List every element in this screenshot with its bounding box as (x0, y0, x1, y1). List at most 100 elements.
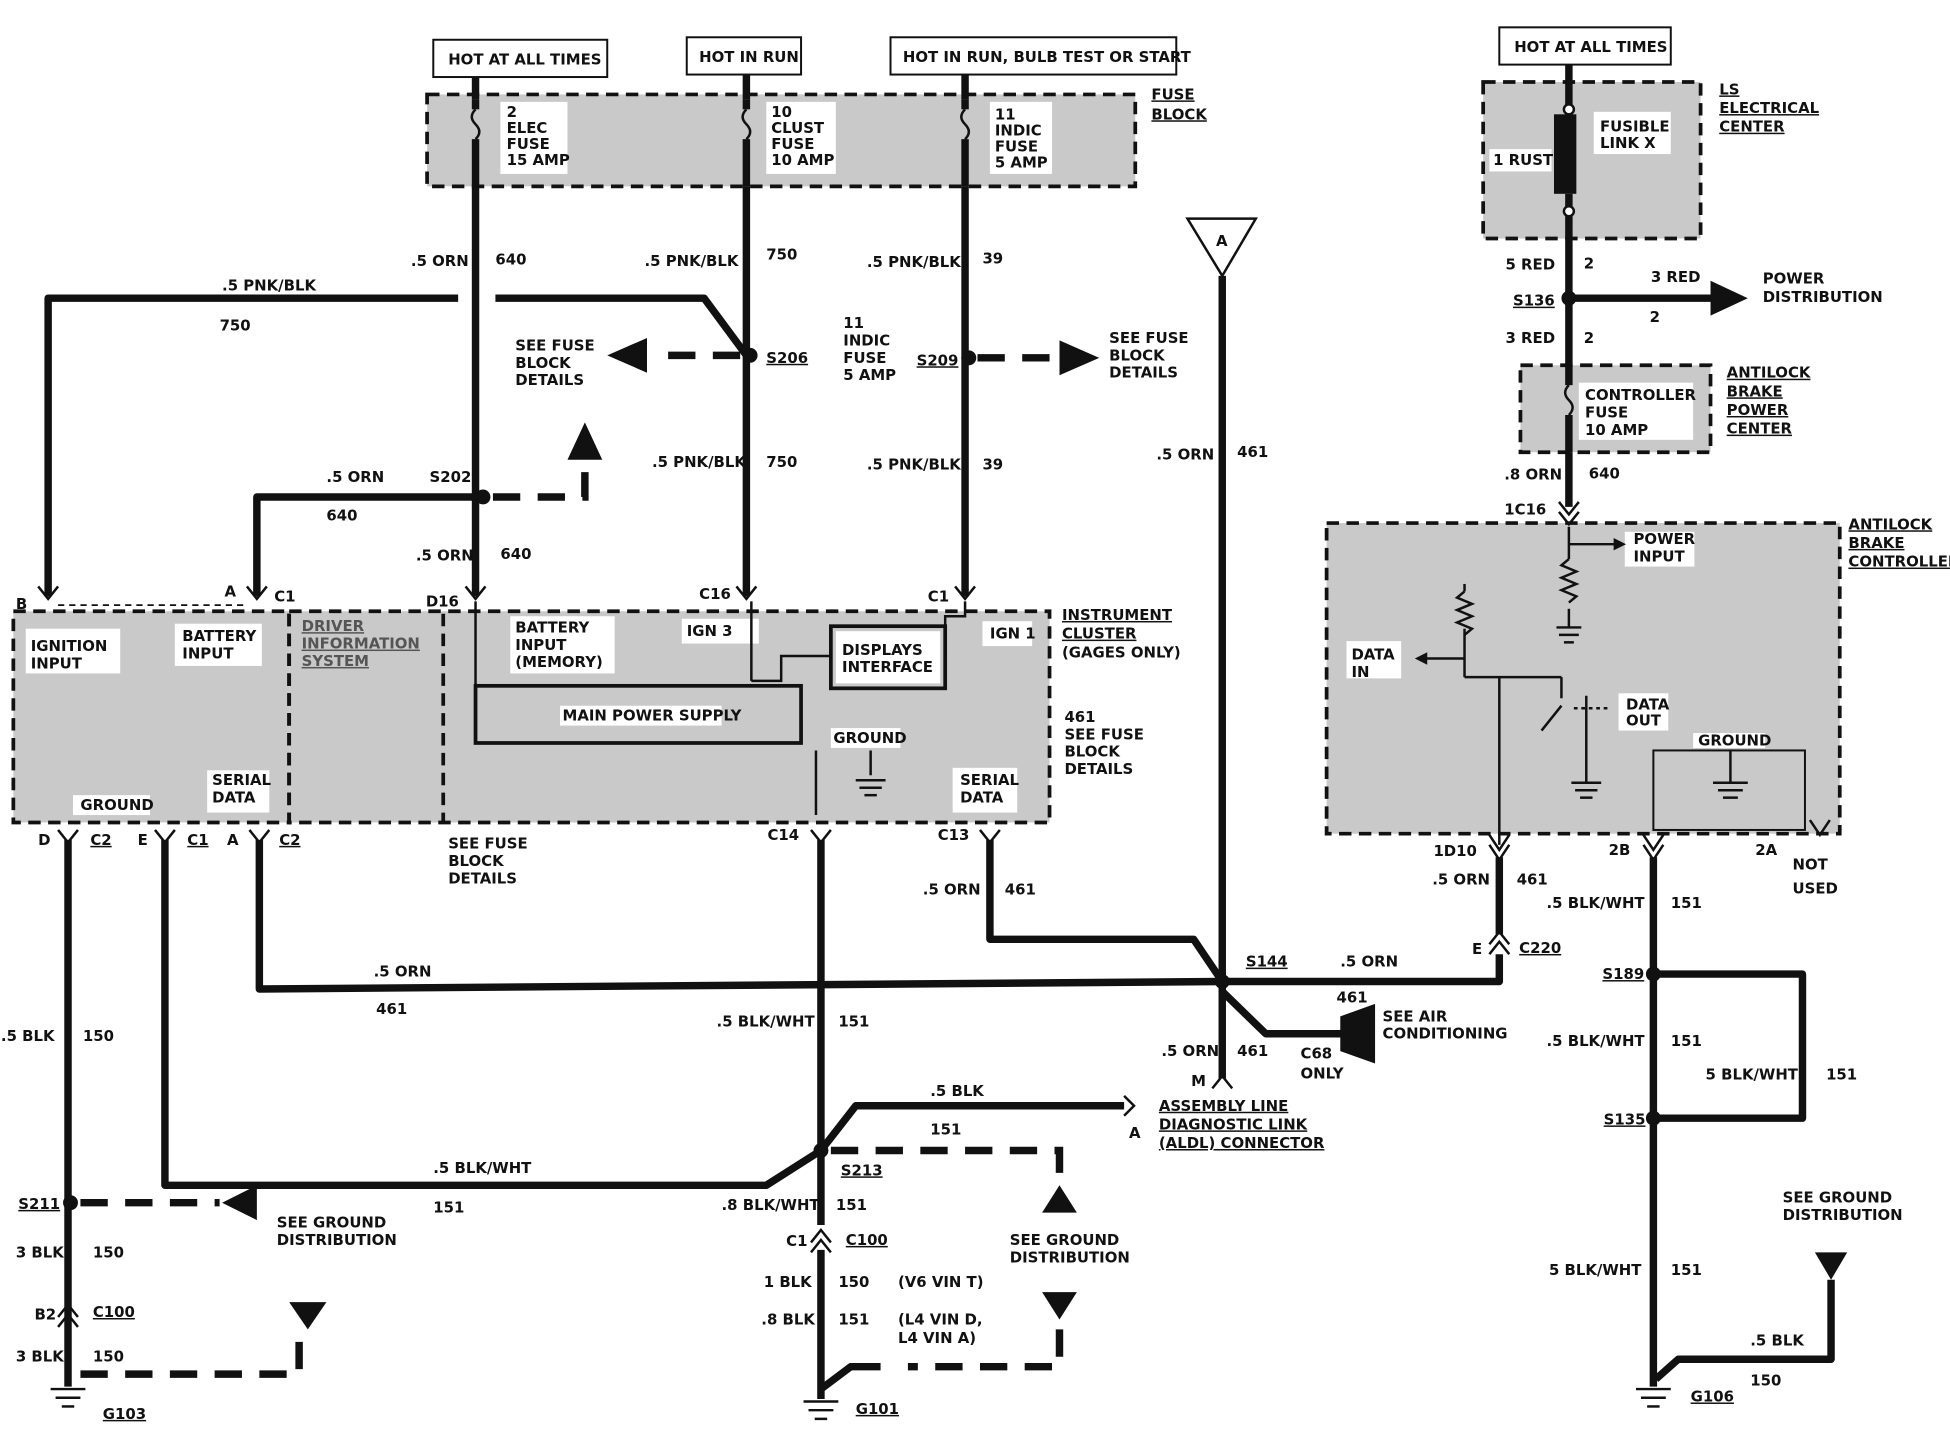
see-ground-note: DISTRIBUTION (277, 1231, 397, 1249)
wire-number: 640 (1589, 464, 1620, 482)
wire-label: .5 BLK/WHT (1547, 894, 1646, 912)
splice-label: S136 (1513, 292, 1555, 310)
main-power-supply-box (473, 683, 803, 745)
fuse-10-label: FUSE (771, 135, 814, 153)
wire-label: .8 BLK (761, 1310, 815, 1328)
cluster-battery-input-label: INPUT (515, 636, 567, 654)
connector-label: C14 (768, 826, 800, 844)
abs-controller-title: CONTROLLER (1848, 553, 1950, 571)
connector-label: A (1129, 1124, 1141, 1142)
wire-number: 39 (982, 456, 1003, 474)
ls-center-title: LS (1719, 80, 1739, 98)
ign3-label: IGN 3 (687, 622, 733, 640)
connector-label: D (38, 831, 50, 849)
fuse-10-label: 10 AMP (771, 151, 834, 169)
splice-label: S189 (1602, 965, 1644, 983)
wire-number: 150 (93, 1243, 124, 1261)
displays-interface-label: DISPLAYS (842, 641, 923, 659)
ground-g103-symbol (50, 1387, 86, 1408)
wire-number: 150 (83, 1027, 114, 1045)
see-fuse-note: DETAILS (448, 869, 517, 887)
see-fuse-arrow-left (607, 337, 647, 373)
power-input-label: INPUT (1633, 548, 1685, 566)
wire-number: 640 (326, 507, 357, 525)
ground-g101-symbol (803, 1400, 839, 1421)
data-out-label: DATA (1626, 695, 1670, 713)
ignition-input-label: INPUT (31, 654, 83, 672)
indic-fuse-note: 11 (843, 314, 864, 332)
fuse-2-label: 15 AMP (507, 151, 570, 169)
wire-number: 151 (1826, 1066, 1857, 1084)
connector-label: C100 (846, 1231, 888, 1249)
ground-distribution-arrow (222, 1185, 257, 1221)
hot-at-all-times-right-label: HOT AT ALL TIMES (1514, 38, 1667, 56)
cluster-title: INSTRUMENT (1062, 606, 1173, 624)
wire-number: 151 (1671, 1261, 1702, 1279)
connector-label: C2 (90, 831, 111, 849)
connector-label: D16 (426, 592, 459, 610)
connector-label: C1 (786, 1232, 807, 1250)
wire-label: .5 ORN (374, 963, 432, 981)
wire-number: 151 (433, 1199, 464, 1217)
wire-number: 461 (1237, 1042, 1268, 1060)
power-distribution-note: POWER (1763, 269, 1825, 287)
see-fuse-note: BLOCK (515, 354, 571, 372)
splice-label: S211 (18, 1195, 60, 1213)
see-fuse-note: SEE FUSE (448, 835, 527, 853)
ground-distribution-arrow (1814, 1252, 1848, 1280)
splice-label: S209 (917, 351, 959, 369)
wire-number: 2 (1584, 254, 1594, 272)
engine-note: (L4 VIN D, (898, 1310, 983, 1328)
data-in-label: IN (1351, 663, 1369, 681)
connector-label: E (138, 831, 148, 849)
see-fuse-note: BLOCK (1109, 346, 1165, 364)
ignition-input-label: IGNITION (31, 637, 108, 655)
supply-headers: HOT AT ALL TIMES HOT IN RUN HOT IN RUN, … (432, 26, 1672, 79)
wire-label: 5 RED (1506, 256, 1556, 274)
fuse-2-label: ELEC (507, 119, 548, 137)
controller-fuse-label: 10 AMP (1585, 421, 1648, 439)
wire-number: 2 (1584, 329, 1594, 347)
connector-label: C1 (187, 831, 208, 849)
controller-fuse-label: CONTROLLER (1585, 386, 1696, 404)
fuse-10-label: 10 (771, 103, 792, 121)
connector-label: C13 (938, 826, 970, 844)
see-fuse-461-note: DETAILS (1064, 760, 1133, 778)
splice-s211-dot (63, 1195, 78, 1211)
indic-fuse-note: 5 AMP (843, 366, 896, 384)
see-fuse-arrow-right (1059, 340, 1100, 376)
antilock-brake-controller (1324, 521, 1842, 836)
wire-label: .5 PNK/BLK (867, 456, 961, 474)
wire-label: .5 ORN (1432, 871, 1490, 889)
connector-label: B2 (34, 1305, 56, 1323)
dis-title: INFORMATION (302, 635, 420, 653)
engine-note: (V6 VIN T) (898, 1273, 984, 1291)
splice-label: S135 (1604, 1110, 1646, 1128)
wire-number: 640 (500, 545, 531, 563)
wire-label: 5 BLK/WHT (1549, 1261, 1642, 1279)
displays-interface-label: INTERFACE (842, 658, 933, 676)
wire-label: .5 ORN (416, 546, 474, 564)
cluster-ground-label: GROUND (833, 729, 906, 747)
wire-label: 3 BLK (16, 1348, 64, 1366)
wire-number: 150 (838, 1273, 869, 1291)
power-distribution-arrow (1710, 280, 1748, 316)
wire-number: 150 (93, 1348, 124, 1366)
wire-number: 461 (376, 1000, 407, 1018)
connector-label: A (225, 582, 237, 600)
dis-title: DRIVER (302, 617, 365, 635)
connector-label: 1C16 (1504, 500, 1546, 518)
hot-in-run-bulb-test-label: HOT IN RUN, BULB TEST OR START (903, 48, 1192, 66)
wire-label: .5 ORN (1161, 1042, 1219, 1060)
splice-label: S144 (1246, 953, 1288, 971)
power-input-label: POWER (1633, 530, 1695, 548)
fuse-11-label: 5 AMP (995, 154, 1048, 172)
wire-number: 151 (838, 1310, 869, 1328)
aldl-label: DIAGNOSTIC LINK (1159, 1115, 1308, 1133)
see-fuse-461-note: BLOCK (1064, 743, 1120, 761)
connector-label: C1 (274, 587, 295, 605)
cluster-title: CLUSTER (1062, 625, 1137, 643)
wire-number: 461 (1517, 871, 1548, 889)
fuse-11-label: 11 (995, 105, 1016, 123)
